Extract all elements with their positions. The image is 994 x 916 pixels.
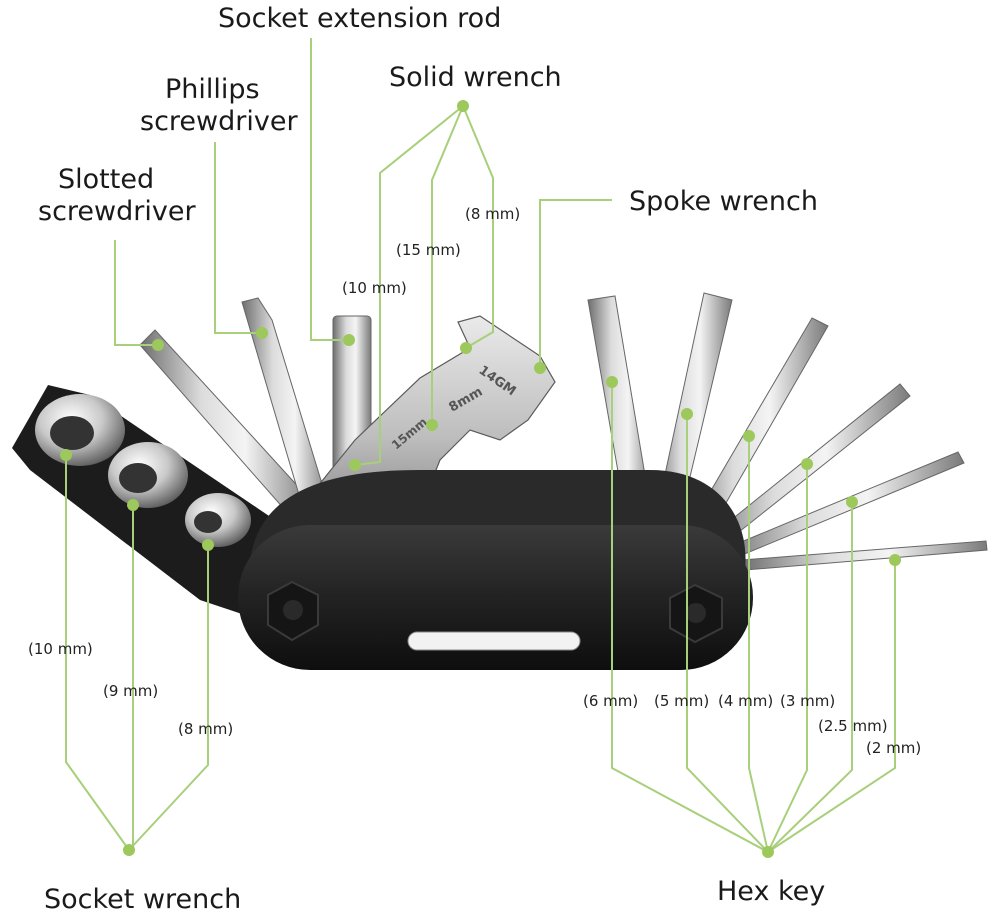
dot-hex-4mm [743,430,755,442]
callout-hex-6mm [611,382,769,853]
callout-slotted-screwdriver [114,240,158,346]
callout-hex-4mm [748,436,769,853]
dot-hex-5mm [681,408,693,420]
size-socket-10mm: (10 mm) [28,640,93,658]
size-hex-6mm: (6 mm) [583,692,639,710]
dot-hex-2.5mm [846,496,858,508]
dot-phillips [256,327,268,339]
socket-9mm [108,442,188,508]
size-hex-5mm: (5 mm) [654,692,710,710]
dot-extension-rod [343,334,355,346]
label-slotted-screwdriver-line2: screwdriver [38,196,196,227]
dot-hex-6mm [606,376,618,388]
dot-hex-hub [762,846,774,858]
callout-hex-3mm [767,464,808,853]
size-solid-wrench-8mm: (8 mm) [465,205,521,223]
tool-body-slot [407,631,581,651]
callout-spoke-wrench [539,199,612,368]
callout-hex-2mm [767,560,896,853]
socket-10mm [35,394,125,466]
dot-hex-2mm [889,554,901,566]
dot-solid-wrench-15mm [426,419,438,431]
dot-solid-wrench-hub [457,100,469,112]
callout-socket-8mm [128,545,209,851]
label-spoke-wrench: Spoke wrench [629,186,818,217]
size-hex-4mm: (4 mm) [718,692,774,710]
size-hex-2mm: (2 mm) [866,739,922,757]
size-solid-wrench-10mm: (10 mm) [342,279,407,297]
dot-solid-wrench-8mm [460,342,472,354]
size-hex-3mm: (3 mm) [780,692,836,710]
dot-hex-3mm [801,458,813,470]
tool-body [238,525,753,670]
dot-socket-hub [123,844,135,856]
label-solid-wrench: Solid wrench [389,62,562,93]
dot-spoke-wrench [534,362,546,374]
dot-slotted [152,339,164,351]
label-socket-extension-rod: Socket extension rod [218,3,502,34]
callout-socket-extension-rod [310,38,349,341]
callout-dots [60,100,901,858]
socket-8mm [185,493,251,547]
callout-phillips-screwdriver [214,142,262,334]
label-hex-key: Hex key [717,876,826,907]
phillips-screwdriver-blade [241,297,331,516]
callout-hex-5mm [686,414,769,853]
size-hex-2.5mm: (2.5 mm) [818,717,888,735]
size-socket-8mm: (8 mm) [178,720,234,738]
label-slotted-screwdriver-line1: Slotted [58,164,155,195]
callout-hex-2.5mm [767,502,853,853]
dot-socket-10mm [60,449,72,461]
callout-socket-10mm [65,455,130,851]
dot-socket-8mm [202,539,214,551]
dot-socket-9mm [127,499,139,511]
callout-solid-wrench-8mm [462,105,494,349]
label-phillips-screwdriver-line2: screwdriver [140,106,298,137]
label-socket-wrench: Socket wrench [44,884,242,915]
size-solid-wrench-15mm: (15 mm) [396,241,461,259]
callout-solid-wrench-15mm [431,105,464,425]
hex-key-2mm [741,540,988,571]
callout-lines [65,38,896,853]
dot-solid-wrench-10mm [349,459,361,471]
size-socket-9mm: (9 mm) [103,682,159,700]
label-phillips-screwdriver-line1: Phillips [165,74,260,105]
callout-solid-wrench-10mm [354,105,464,466]
